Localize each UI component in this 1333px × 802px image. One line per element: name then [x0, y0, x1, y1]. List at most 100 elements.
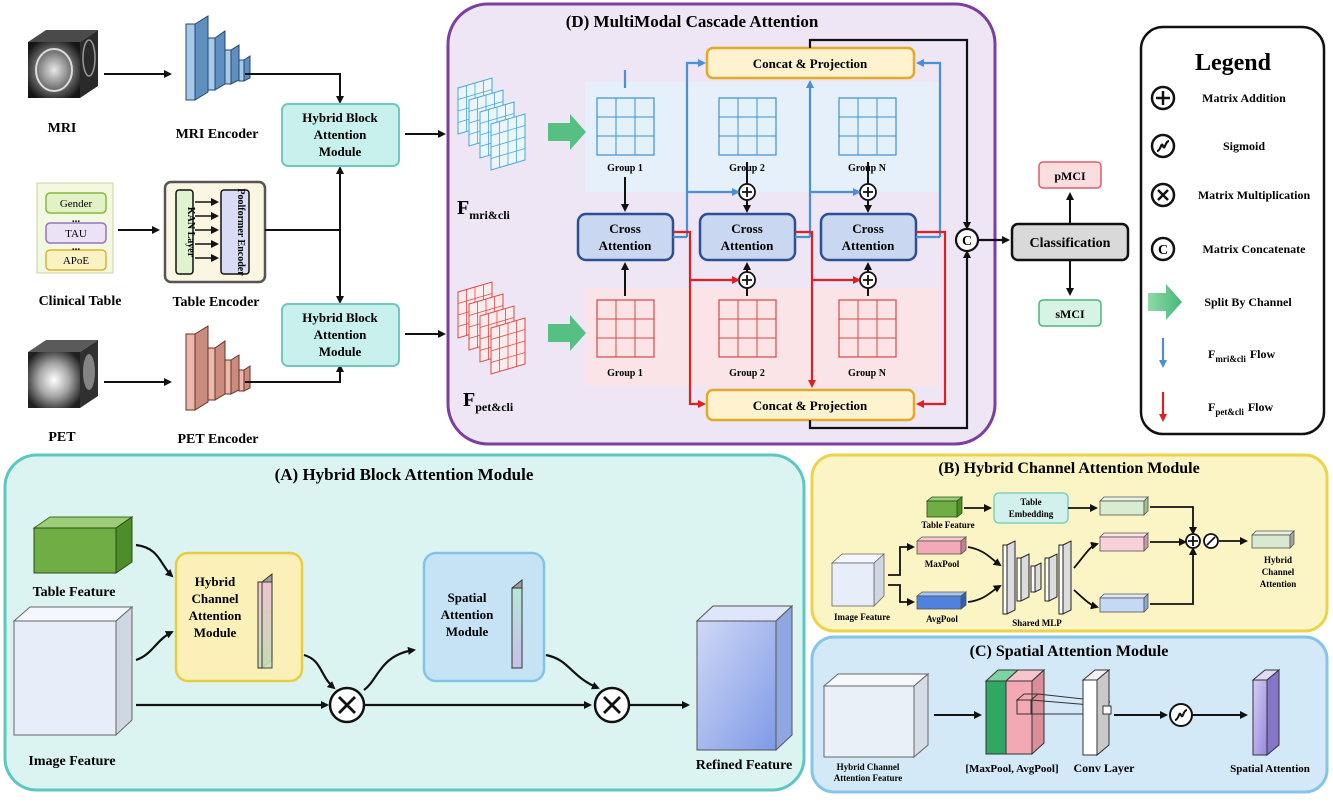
table-row-ellipsis-2: ...: [72, 241, 81, 253]
classification-label: Classification: [1030, 236, 1111, 251]
table-row-ellipsis: ...: [72, 213, 81, 225]
svg-text:Channel: Channel: [192, 591, 239, 606]
legend-item-label: Sigmoid: [1223, 139, 1265, 153]
mri-label: MRI: [48, 121, 77, 136]
legend-title: Legend: [1195, 50, 1272, 76]
b-avgpool-to-mlp-arrow: [967, 584, 1002, 603]
group-2-bottom-label: Group 2: [729, 368, 765, 379]
f-mri-label: Fmri&cli: [457, 197, 511, 222]
svg-text:Attention: Attention: [721, 238, 774, 253]
f-pet-label: Fpet&cli: [463, 389, 514, 414]
hbam-top-line1: Hybrid Block: [302, 110, 378, 125]
b-avg-to-add-line: [1150, 547, 1197, 605]
svg-text:Spatial: Spatial: [447, 590, 486, 605]
c-pool-maps: [984, 668, 1046, 756]
b-maxpool-label: MaxPool: [925, 559, 960, 569]
mri-encoder-icon: [185, 15, 251, 101]
pet-feature-stack: [457, 281, 526, 375]
b-table-feature-cube: [925, 496, 964, 518]
svg-text:Attention: Attention: [842, 238, 895, 253]
b-sigmoid-icon: [1203, 533, 1219, 549]
svg-text:Attention Feature: Attention Feature: [834, 773, 903, 783]
split-arrow-icon: [1148, 284, 1182, 320]
concat-bottom-label: Concat & Projection: [753, 398, 868, 413]
svg-text:Attention: Attention: [441, 607, 494, 622]
concat-circle-label: C: [962, 234, 972, 249]
feature-map-sheet: [490, 113, 526, 171]
svg-text:Hybrid Channel: Hybrid Channel: [837, 762, 900, 772]
hbam-top-line2: Attention: [314, 127, 367, 142]
legend-concat-letter: C: [1158, 243, 1168, 258]
legend-item-label: Matrix Multiplication: [1198, 188, 1311, 202]
b-maxpool-vector: [915, 536, 968, 555]
hbam-top-line3: Module: [319, 144, 362, 159]
classification-box: Classification: [1010, 222, 1130, 262]
group-grid: [718, 299, 777, 358]
b-embed-to-add-line: [1150, 506, 1197, 535]
group-n-bottom-label: Group N: [848, 368, 887, 379]
group-1-bottom-label: Group 1: [607, 368, 643, 379]
group-1-top-label: Group 1: [607, 163, 643, 174]
b-mlp-to-avg-out-arrow: [1073, 589, 1099, 610]
svg-text:Table: Table: [1020, 497, 1041, 507]
svg-text:Cross: Cross: [852, 221, 884, 236]
a-mult1-to-sam-arrow: [363, 646, 416, 691]
panel-a-title: (A) Hybrid Block Attention Module: [275, 465, 534, 484]
smci-box: sMCI: [1038, 299, 1102, 327]
legend-item-label: Matrix Concatenate: [1203, 242, 1307, 256]
legend-panel: [1139, 25, 1326, 436]
table-row-apoe: APoE: [63, 255, 90, 267]
panel-d-title: (D) MultiModal Cascade Attention: [566, 12, 819, 31]
b-shared-mlp-label: Shared MLP: [1012, 618, 1062, 628]
cross-attention-1: Cross Attention: [576, 212, 675, 262]
split-arrow-bottom: [548, 315, 586, 351]
split-arrow-top: [548, 114, 586, 150]
mri-encoder-label: MRI Encoder: [176, 127, 259, 142]
pet-flow-lines: [673, 230, 947, 408]
legend-item-label: Matrix Addition: [1202, 91, 1286, 105]
pet-encoder-label: PET Encoder: [177, 432, 258, 447]
pet-encoder-icon: [185, 325, 251, 411]
pmci-box: pMCI: [1038, 161, 1102, 189]
cross-attention-n: Cross Attention: [819, 212, 918, 262]
svg-text:Channel: Channel: [1262, 567, 1295, 577]
mri-flow-lines: [623, 59, 942, 237]
svg-text:Embedding: Embedding: [1009, 509, 1054, 519]
plus-circle-icon: [1150, 85, 1176, 111]
b-avg-out-vector: [1099, 593, 1149, 613]
hbam-bottom-line2: Attention: [314, 327, 367, 342]
a-image-feature-label: Image Feature: [28, 754, 115, 769]
b-avgpool-vector: [915, 591, 968, 610]
a-refined-feature-cube: [695, 604, 794, 752]
concat-circle-icon: [1150, 236, 1176, 262]
times-circle-icon: [1150, 182, 1176, 208]
b-embed-vector: [1099, 496, 1149, 516]
add-circle-n-bottom: [859, 271, 877, 289]
c-spatial-attention-output: [1251, 668, 1281, 757]
pet-label: PET: [48, 430, 76, 445]
group-grid: [838, 97, 897, 156]
a-image-feature-cube: [12, 605, 134, 737]
svg-text:Module: Module: [446, 624, 489, 639]
group-grids: [596, 97, 897, 358]
b-mlp-to-max-out-arrow: [1073, 541, 1099, 569]
svg-text:Attention: Attention: [189, 608, 242, 623]
svg-text:Attention: Attention: [1260, 579, 1297, 589]
b-image-feature-cube: [830, 553, 886, 607]
a-table-feature-label: Table Feature: [33, 585, 116, 600]
a-hcam-box: [174, 551, 304, 683]
a-hcam-to-mult1-arrow: [303, 653, 336, 690]
c-conv-layer: [1081, 668, 1112, 757]
group-grid: [718, 97, 777, 156]
a-mult2-icon: [593, 686, 631, 724]
clinical-table-input: [36, 182, 114, 274]
top-concat-to-c-line: [808, 38, 971, 230]
group-grid: [838, 299, 897, 358]
b-image-to-avgpool-arrow: [888, 584, 915, 606]
b-hca-output-vector: [1251, 530, 1295, 549]
hbam-bottom: Hybrid Block Attention Module: [281, 303, 400, 367]
panel-c-title: (C) Spatial Attention Module: [970, 643, 1169, 660]
mri-encoder-to-hbam-arrow: [245, 73, 344, 104]
